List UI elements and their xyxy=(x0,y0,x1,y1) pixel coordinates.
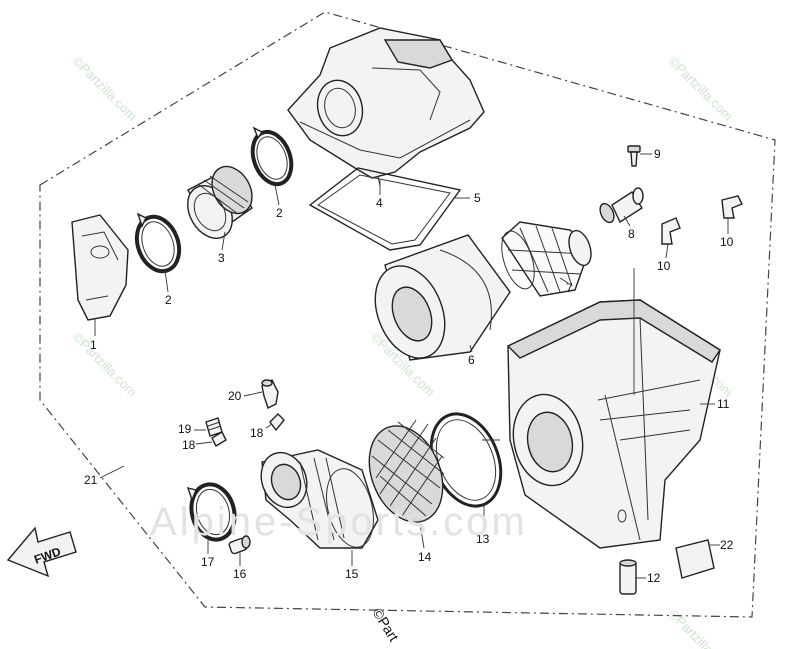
watermark-partzilla: ©Partzilla.com xyxy=(70,54,140,124)
part-5-gasket xyxy=(308,167,462,251)
callout-part-13: 13 xyxy=(476,532,490,546)
callout-part-8: 8 xyxy=(628,227,635,241)
part-12-drain-tube xyxy=(619,559,637,595)
part-2-clamp-upper xyxy=(250,126,294,187)
callout-part-4: 4 xyxy=(376,196,383,210)
part-11-airbox-housing xyxy=(506,299,721,549)
part-4-airbox-cover xyxy=(287,27,485,187)
part-9-screw xyxy=(627,145,641,167)
watermark-partzilla: ©Partzilla.com xyxy=(666,54,736,124)
part-10-clip-a xyxy=(661,217,681,245)
callout-part-6: 6 xyxy=(468,353,475,367)
watermark-site: Alpine-Sports.com xyxy=(150,500,528,544)
part-5-gasket-inner xyxy=(317,174,451,245)
callout-part-7: 7 xyxy=(566,281,573,295)
callout-part-2-lower: 2 xyxy=(165,293,172,307)
part-3-intake-boot xyxy=(187,165,253,239)
callout-part-22: 22 xyxy=(720,538,734,552)
callout-part-11: 11 xyxy=(717,397,730,411)
callout-part-5: 5 xyxy=(474,191,481,205)
part-14-mesh-screen xyxy=(368,419,445,523)
part-15-intake-duct xyxy=(260,449,379,549)
copyright-fragment: ©Part xyxy=(369,605,402,644)
callout-part-17: 17 xyxy=(201,555,215,569)
callout-part-9: 9 xyxy=(654,147,661,161)
callout-part-3: 3 xyxy=(218,251,225,265)
part-1-snorkel-duct xyxy=(71,214,129,321)
watermark-partzilla: ©Partzilla.com xyxy=(666,607,736,649)
leader-lines xyxy=(94,153,729,579)
assembly-frame xyxy=(39,11,776,618)
callout-part-12: 12 xyxy=(647,571,661,585)
callout-part-21: 21 xyxy=(84,473,98,487)
callout-part-15: 15 xyxy=(345,567,359,581)
part-7-filter-cage xyxy=(501,221,592,297)
callout-part-18-right: 18 xyxy=(250,426,264,440)
part-10-clip-b xyxy=(721,195,743,219)
part-20-hose-fitting xyxy=(261,379,279,409)
callout-part-19: 19 xyxy=(178,422,192,436)
callout-part-2-upper: 2 xyxy=(276,206,283,220)
callout-numbers: 1 2 3 2 4 5 6 7 8 9 10 10 11 12 13 14 15… xyxy=(84,147,734,585)
callout-part-14: 14 xyxy=(418,550,432,564)
callout-part-1: 1 xyxy=(90,338,97,352)
fwd-direction-arrow: FWD xyxy=(6,526,77,578)
part-17-clamp xyxy=(186,482,237,542)
callout-part-10a: 10 xyxy=(657,259,671,273)
callout-part-18-left: 18 xyxy=(182,438,196,452)
callout-part-16: 16 xyxy=(233,567,247,581)
part-18-clip-right xyxy=(269,413,285,432)
callout-part-10b: 10 xyxy=(720,235,734,249)
part-6-air-filter xyxy=(374,234,511,361)
part-2-clamp-lower xyxy=(134,212,182,274)
part-22-label xyxy=(675,539,715,579)
part-18-clip-left xyxy=(211,431,227,447)
part-16-plug xyxy=(228,535,251,555)
watermark-partzilla: ©Partzilla.com xyxy=(70,330,140,400)
part-8-wing-nut xyxy=(599,187,644,224)
callout-part-20: 20 xyxy=(228,389,242,403)
